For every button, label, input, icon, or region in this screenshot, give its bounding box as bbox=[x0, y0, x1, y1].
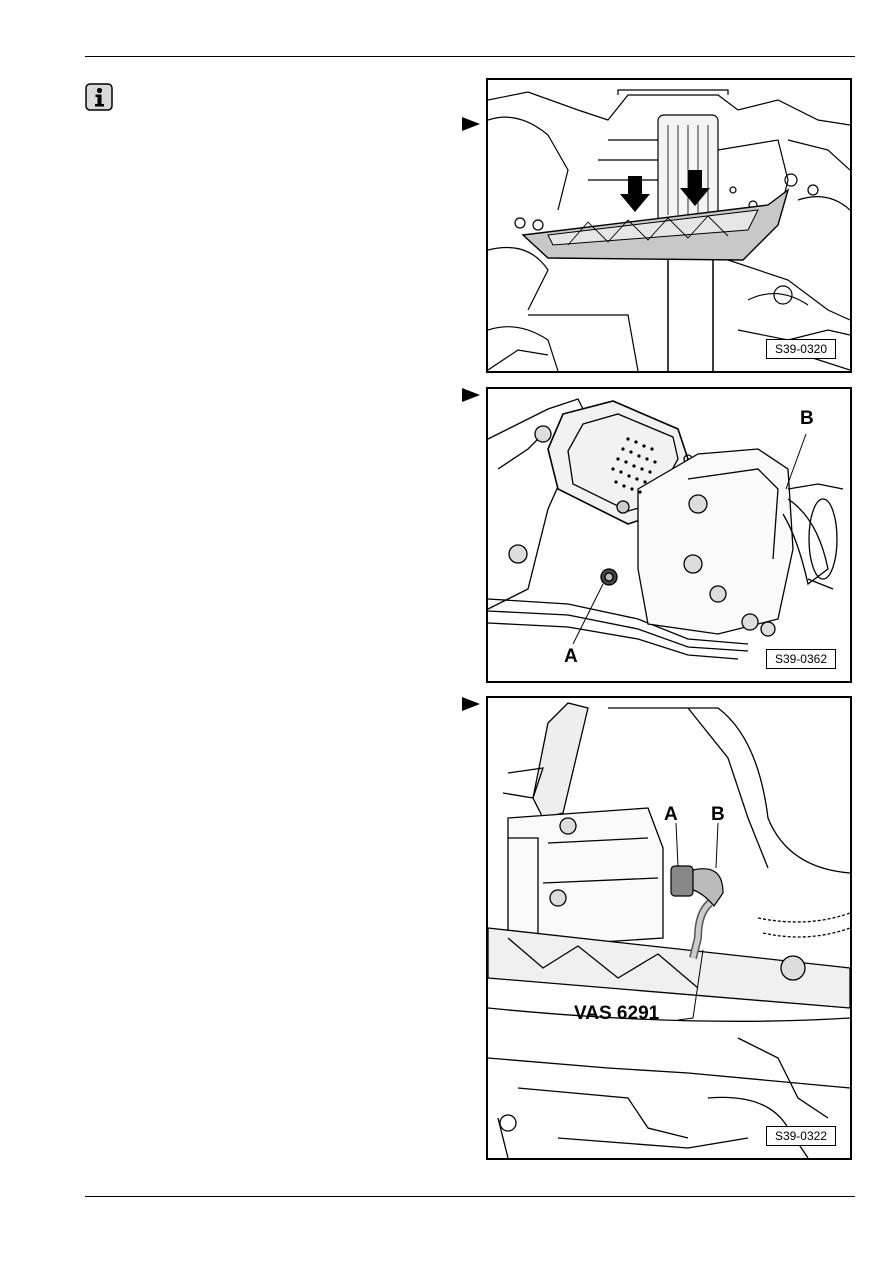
callout-label-vas-6291: VAS 6291 bbox=[574, 1003, 660, 1024]
header-rule bbox=[85, 56, 855, 57]
pointer-arrow-icon bbox=[462, 117, 480, 131]
figure-code: S39-0320 bbox=[765, 339, 836, 359]
figure-s39-0362: B A S39-0362 bbox=[486, 387, 852, 683]
figure-code: S39-0362 bbox=[765, 649, 836, 669]
figure-s39-0322: A B VAS 6291 S39-0322 bbox=[486, 696, 852, 1160]
figure-1-illustration bbox=[488, 89, 850, 371]
callout-label-a: A bbox=[564, 646, 578, 667]
callout-label-b: B bbox=[711, 804, 725, 825]
pointer-arrow-icon bbox=[462, 388, 480, 402]
footer-rule bbox=[85, 1196, 855, 1197]
fill-adapter bbox=[670, 865, 724, 959]
figure-code: S39-0322 bbox=[765, 1126, 836, 1146]
callout-label-a: A bbox=[664, 804, 678, 825]
arrow-down-icon bbox=[680, 170, 710, 206]
info-icon bbox=[85, 83, 113, 111]
arrow-down-icon bbox=[620, 176, 650, 212]
pointer-arrow-icon bbox=[462, 697, 480, 711]
figure-3-illustration bbox=[488, 702, 850, 1158]
figure-2-illustration bbox=[488, 398, 844, 660]
vent-grid bbox=[611, 437, 657, 494]
callout-label-b: B bbox=[800, 408, 814, 429]
figure-s39-0320: S39-0320 bbox=[486, 78, 852, 373]
